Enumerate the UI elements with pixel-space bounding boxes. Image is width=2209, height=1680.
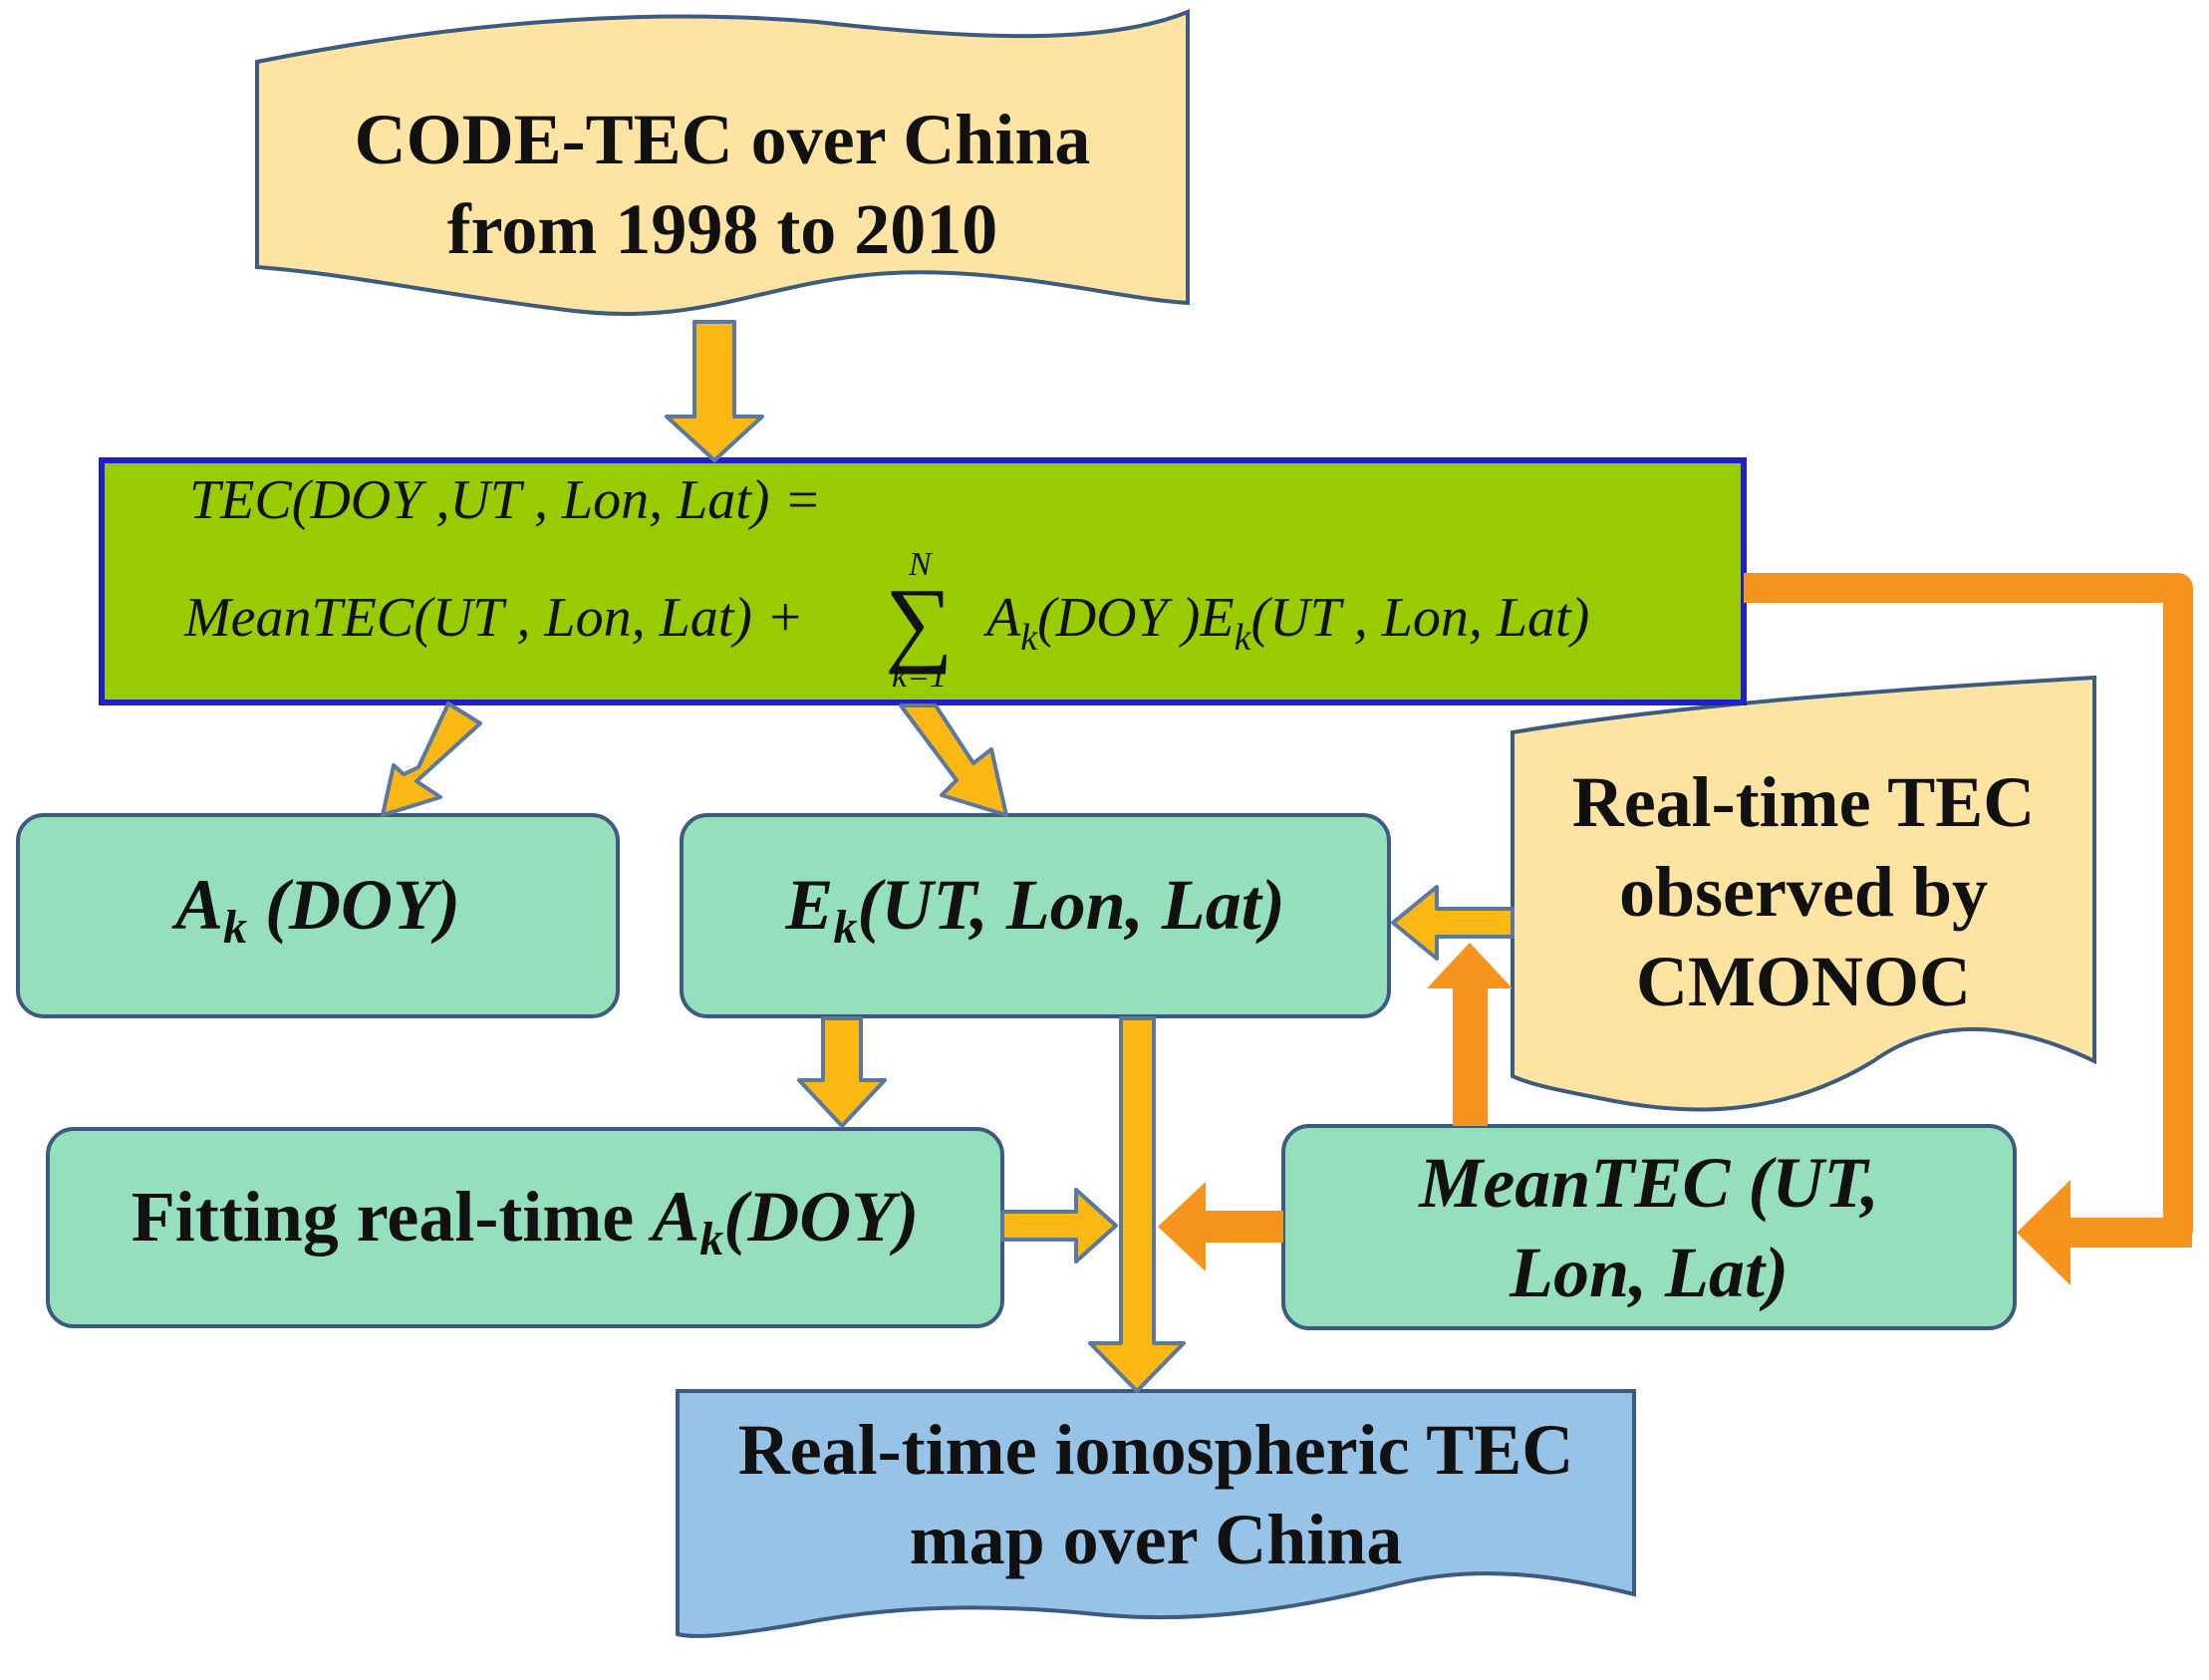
arrow-model-to-ak [381,701,482,817]
ak-box-label: Ak (DOY) [175,864,460,954]
output-document-label: Real-time ionospheric TEC map over China [678,1405,1634,1584]
input-document-label: CODE-TEC over China from 1998 to 2010 [257,95,1188,274]
arrow-model-to-ek [899,703,1008,817]
ek-box-shape [680,813,1391,1018]
arrow-ek-to-fitting [797,1016,887,1128]
fitting-box-label: Fitting real-time Ak(DOY) [131,1176,920,1265]
realtime-document-label: Real-time TEC observed by CMONOC [1513,752,2094,1031]
feedback-arrow [2017,1180,2192,1285]
output-document-shape [676,1389,1636,1638]
ak-box-shape [16,813,620,1018]
realtime-document-shape [1511,675,2096,1112]
realtime-line-3: CMONOC [1636,942,1971,1021]
sum-upper-limit: N [909,546,932,583]
input-line-1: CODE-TEC over China [354,100,1091,179]
arrow-realtime-to-ek [1391,885,1515,961]
equation-line-2-left: MeanTEC(UT , Lon, Lat) + [184,587,804,649]
arrow-fitting-to-line [1000,1188,1118,1263]
feedback-path [1744,573,2193,1233]
realtime-line-1: Real-time TEC [1571,762,2036,842]
meantec-box-label: MeanTEC (UT, Lon, Lat) [1283,1126,2015,1328]
model-equation-box [99,457,1747,705]
input-line-2: from 1998 to 2010 [446,189,998,269]
meantec-line-2: Lon, Lat) [1510,1232,1789,1312]
sum-lower-limit: k=1 [892,658,948,695]
ek-box-label: Ek(UT, Lon, Lat) [785,864,1285,954]
input-document-shape [255,9,1190,317]
realtime-line-2: observed by [1618,852,1989,932]
meantec-line-1: MeanTEC (UT, [1419,1142,1879,1223]
equation-line-1: TEC(DOY ,UT , Lon, Lat) = [189,469,822,531]
arrow-meantec-to-line [1158,1182,1283,1271]
arrow-meantec-to-ek [1427,943,1513,1126]
arrow-ek-to-output [1088,1016,1186,1393]
arrow-input-to-model [665,320,764,462]
summation-symbol: ∑ [885,568,954,675]
output-line-1: Real-time ionospheric TEC [737,1410,1574,1490]
output-line-2: map over China [909,1500,1403,1579]
equation-line-2-right: Ak(DOY )Ek(UT , Lon, Lat) [986,587,1590,659]
